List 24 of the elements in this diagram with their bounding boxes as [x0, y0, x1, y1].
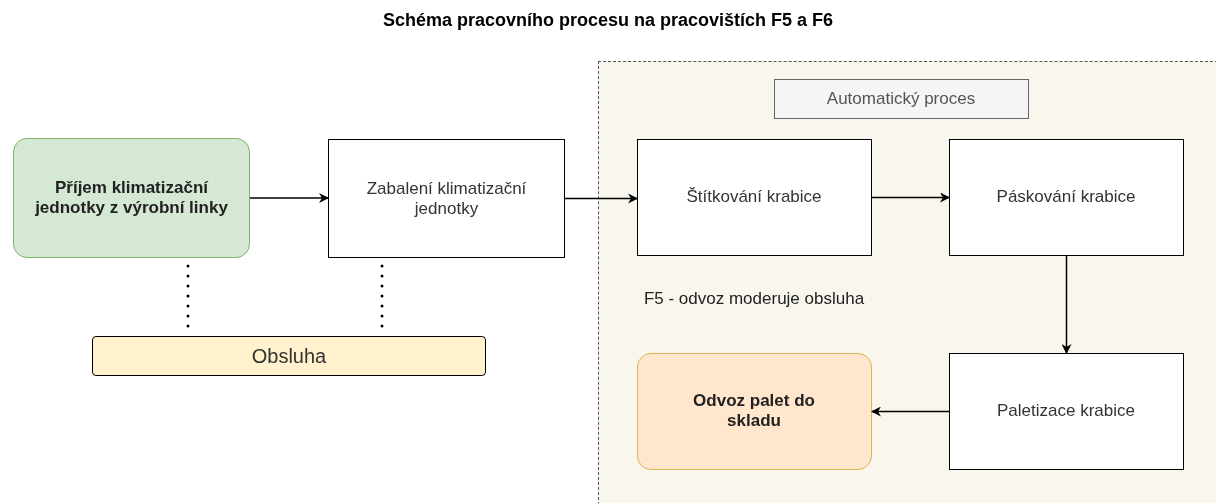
- node-text: Odvoz palet do skladu: [692, 391, 816, 431]
- note-text: F5 - odvoz moderuje obsluha: [642, 288, 866, 309]
- arrow: [564, 193, 638, 204]
- process-box: [948, 352, 1184, 470]
- node-text: Zabalení klimatizační jednotky: [365, 178, 528, 219]
- diagram-title: Schéma pracovního procesu na pracovištích F5 a F6: [381, 10, 835, 31]
- node-text: Páskování krabice: [995, 187, 1137, 207]
- role-bar: [92, 336, 486, 376]
- node-text: Automatický proces: [825, 88, 977, 109]
- start-box: [13, 138, 250, 258]
- node-text: Obsluha: [250, 344, 328, 368]
- node-text: Paletizace krabice: [996, 401, 1136, 421]
- arrow: [1061, 255, 1072, 354]
- end-box: [636, 352, 872, 470]
- group-label-box: [773, 78, 1029, 119]
- arrow: [249, 193, 329, 203]
- node-text: Štítkování krabice: [685, 187, 823, 207]
- process-box: [948, 138, 1184, 256]
- group-container: [598, 61, 1216, 503]
- process-box: [328, 139, 565, 258]
- process-box: [636, 138, 872, 256]
- arrow: [871, 406, 950, 417]
- node-text: Příjem klimatizační jednotky z výrobní linky: [34, 178, 229, 218]
- arrow: [871, 192, 950, 203]
